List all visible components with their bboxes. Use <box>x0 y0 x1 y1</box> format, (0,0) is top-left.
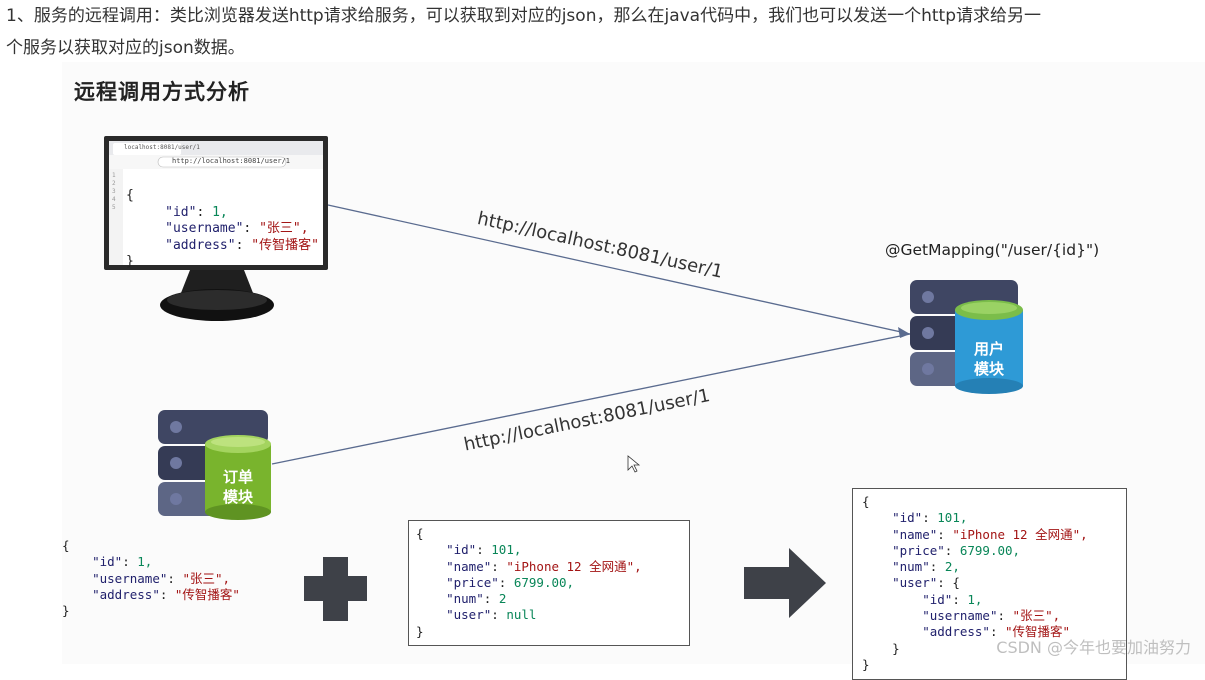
request-line-bottom <box>271 333 911 465</box>
slide-heading: 远程调用方式分析 <box>74 80 250 104</box>
json-key: "username" <box>165 221 244 236</box>
json-key: "username" <box>922 608 998 624</box>
user-module-server-icon: 用户 模块 <box>910 280 1023 394</box>
browser-line-numbers: 1 2 3 4 5 <box>112 172 116 212</box>
json-brace: } <box>416 623 424 639</box>
json-value: "传智播客" <box>251 237 319 253</box>
line-number: 2 <box>112 180 116 187</box>
json-key: "id" <box>922 591 953 607</box>
json-value: 2 <box>498 591 507 607</box>
browser-tab-label: localhost:8081/user/1 <box>124 144 200 151</box>
order-json-box <box>408 520 690 646</box>
json-value: "张三", <box>182 570 231 586</box>
json-brace: } <box>126 254 134 269</box>
result-json: { "id": 101, "name": "iPhone 12 全网通", "p… <box>862 494 1088 672</box>
user-json: { "id": 1, "username": "张三", "address": … <box>62 538 240 619</box>
json-value: 1, <box>137 554 153 570</box>
json-value: 6799.00, <box>513 574 575 590</box>
json-value: 6799.00, <box>959 542 1021 558</box>
get-mapping-annotation: @GetMapping("/user/{id}") <box>885 241 1100 259</box>
cursor-icon <box>627 455 641 473</box>
json-value: 2, <box>944 559 960 575</box>
json-key: "num" <box>892 559 930 575</box>
json-key: "id" <box>892 510 923 526</box>
json-brace: } <box>62 603 70 619</box>
user-module-label-1: 用户 <box>974 340 1004 358</box>
intro-line-1: 1、服务的远程调用：类比浏览器发送http请求给服务，可以获取到对应的json，… <box>6 6 1041 26</box>
json-value: "张三", <box>1012 608 1061 624</box>
json-key: "username" <box>92 570 168 586</box>
order-module-label-1: 订单 <box>223 468 253 486</box>
json-key: "price" <box>446 574 499 590</box>
line-number: 3 <box>112 188 116 195</box>
json-key: "address" <box>92 586 160 602</box>
json-key: "num" <box>446 591 484 607</box>
json-brace: } <box>862 656 870 672</box>
diagram-scene: 用户 模块 订单 模块 <box>104 136 1023 621</box>
json-brace: { <box>416 526 424 541</box>
plus-icon <box>304 557 367 621</box>
json-value: "iPhone 12 全网通", <box>952 526 1088 542</box>
json-value: 1, <box>212 204 228 220</box>
json-key: "id" <box>92 554 123 570</box>
json-key: "price" <box>892 542 945 558</box>
order-module-server-icon: 订单 模块 <box>158 410 271 520</box>
line-number: 5 <box>112 204 116 211</box>
monitor-icon <box>104 136 328 321</box>
intro-paragraph: 1、服务的远程调用：类比浏览器发送http请求给服务，可以获取到对应的json，… <box>6 0 1201 64</box>
json-value: "传智播客" <box>174 586 240 602</box>
json-brace: { <box>952 575 960 591</box>
browser-address-bar: http://localhost:8081/user/1 <box>172 157 291 165</box>
json-key: "id" <box>446 542 477 558</box>
json-value: "张三", <box>259 221 309 236</box>
json-key: "user" <box>446 607 492 623</box>
json-brace: { <box>126 188 134 203</box>
intro-line-2: 个服务以获取对应的json数据。 <box>6 38 245 58</box>
line-number: 4 <box>112 196 116 203</box>
line-arrowhead <box>898 327 910 338</box>
right-arrow-icon <box>744 548 826 618</box>
browser-json: { "id": 1, "username": "张三", "address": … <box>126 188 319 269</box>
json-value: 101, <box>937 510 968 526</box>
json-key: "name" <box>892 526 938 542</box>
json-brace: { <box>62 538 70 553</box>
json-key: "id" <box>165 204 197 220</box>
json-key: "name" <box>446 558 492 574</box>
json-key: "address" <box>922 624 990 640</box>
json-brace: { <box>862 494 870 509</box>
user-module-label-2: 模块 <box>974 360 1005 378</box>
json-value: "iPhone 12 全网通", <box>506 558 642 574</box>
request-line-top <box>327 204 911 335</box>
json-value: "传智播客" <box>1005 624 1071 640</box>
order-json: { "id": 101, "name": "iPhone 12 全网通", "p… <box>416 526 642 639</box>
csdn-watermark: CSDN @今年也要加油努力 <box>996 638 1191 657</box>
json-key: "user" <box>892 575 938 591</box>
json-brace: } <box>892 640 900 656</box>
result-json-box <box>852 488 1127 680</box>
json-key: "address" <box>165 237 236 253</box>
json-value: 101, <box>491 542 522 558</box>
json-value: null <box>506 607 537 623</box>
line-number: 1 <box>112 172 116 179</box>
order-module-label-2: 模块 <box>223 488 254 506</box>
json-value: 1, <box>967 591 983 607</box>
